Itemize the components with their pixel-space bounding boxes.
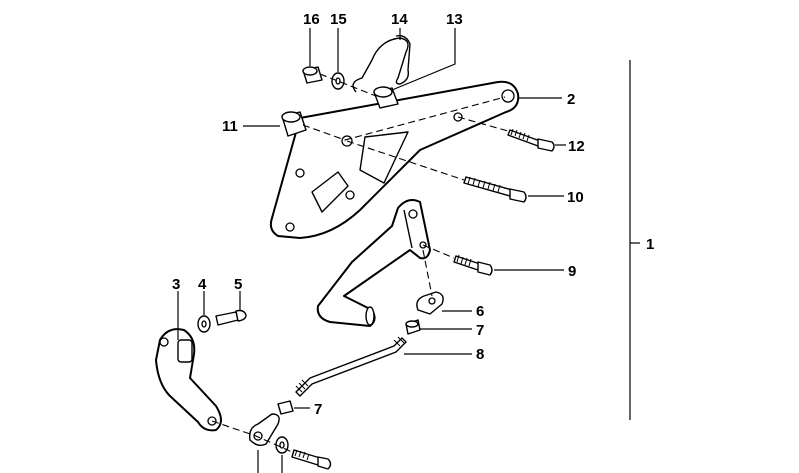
callout-13: 13 bbox=[446, 11, 463, 28]
assembly-line-joint bbox=[422, 249, 433, 297]
callout-15: 15 bbox=[330, 11, 347, 28]
bushing bbox=[373, 86, 399, 109]
callout-8: 8 bbox=[476, 346, 484, 363]
ball-joint-lower bbox=[248, 413, 280, 447]
callout-16: 16 bbox=[303, 11, 320, 28]
callout-6: 6 bbox=[476, 303, 484, 320]
assembly-line-nuts bbox=[319, 73, 377, 97]
spring-clip bbox=[352, 34, 411, 93]
callout-5: 5 bbox=[234, 276, 242, 293]
nut-7-upper bbox=[405, 319, 421, 335]
callout-9: 9 bbox=[568, 263, 576, 280]
bolt-lower bbox=[291, 449, 332, 470]
assembly-line-bolt10 bbox=[346, 140, 465, 181]
callout-4: 4 bbox=[198, 276, 207, 293]
shift-rod bbox=[295, 336, 407, 397]
footrest-bracket-plate bbox=[269, 80, 520, 239]
callout-14: 14 bbox=[391, 11, 408, 28]
callout-2: 2 bbox=[567, 91, 575, 108]
assembly-line-bolt12 bbox=[457, 116, 509, 132]
ball-joint-upper bbox=[416, 291, 444, 315]
callout-7-lower: 7 bbox=[314, 401, 322, 418]
callout-3: 3 bbox=[172, 276, 180, 293]
callout-7-upper: 7 bbox=[476, 322, 484, 339]
brake-pedal-lever bbox=[316, 199, 431, 327]
rubber-bush bbox=[281, 111, 307, 137]
bolt-12 bbox=[507, 128, 555, 152]
gear-shift-lever bbox=[155, 328, 222, 432]
leader-lines bbox=[177, 28, 640, 473]
nut-16 bbox=[302, 66, 323, 84]
assembly-line-bolt9 bbox=[422, 244, 455, 259]
nut-7-lower bbox=[277, 400, 294, 415]
bolt-9 bbox=[453, 254, 493, 276]
assembly-line-lower bbox=[211, 420, 293, 453]
callout-12: 12 bbox=[568, 138, 585, 155]
washer-15 bbox=[331, 72, 345, 90]
callout-1: 1 bbox=[646, 236, 654, 253]
bolt-10 bbox=[463, 176, 527, 203]
callout-11: 11 bbox=[222, 118, 238, 135]
washer-4 bbox=[197, 315, 211, 333]
washer-lower bbox=[275, 436, 289, 454]
bolt-5 bbox=[215, 309, 247, 326]
assembly-line-top bbox=[302, 96, 506, 141]
callout-10: 10 bbox=[567, 189, 584, 206]
